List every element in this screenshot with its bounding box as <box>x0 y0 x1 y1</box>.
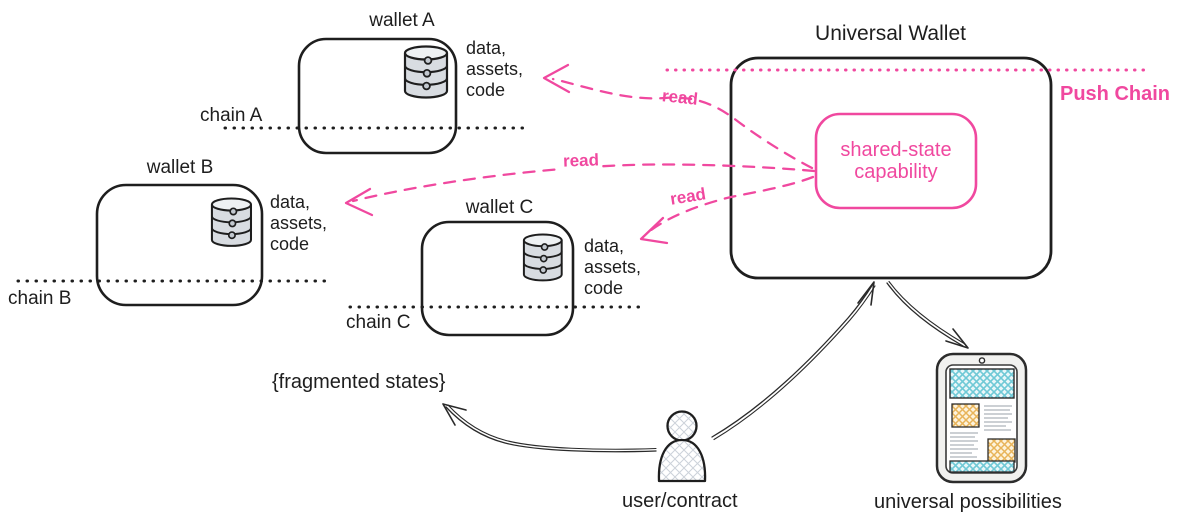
wallet-a-label: wallet A <box>369 10 435 31</box>
read-arrow-b <box>351 163 816 203</box>
wallet-c-label: wallet C <box>465 197 534 218</box>
tablet-banner-top <box>949 368 1015 399</box>
user-to-wallet-arrow <box>711 283 874 438</box>
user-to-wallet-arrow-line2 <box>713 285 876 441</box>
user-contract-label: user/contract <box>622 490 738 512</box>
read-arrowhead-c <box>639 216 669 245</box>
tablet-image-right <box>987 438 1016 463</box>
fragmented-arrow-line2 <box>447 404 657 450</box>
database-icon <box>403 45 449 99</box>
universal-wallet-title: Universal Wallet <box>815 22 966 45</box>
wallet-a-contents: data, assets, code <box>466 38 524 101</box>
push-chain-label: Push Chain <box>1060 83 1171 105</box>
wallet-b-label: wallet B <box>146 157 214 178</box>
tablet-image-left <box>951 403 980 428</box>
read-arrowhead-a <box>542 63 571 94</box>
tablet-text-lines <box>950 405 1012 458</box>
tablet-banner-bottom <box>949 460 1015 473</box>
chain-a-label: chain A <box>200 105 263 126</box>
wallet-to-tablet-arrowhead <box>945 328 969 349</box>
chain-c-label: chain C <box>346 312 411 333</box>
wallet-b-contents: data, assets, code <box>270 192 328 255</box>
user-to-wallet-arrowhead <box>857 281 875 306</box>
tablet-icon <box>935 352 1028 484</box>
wallet-to-tablet-arrow-line2 <box>888 280 966 345</box>
fragmented-arrowhead <box>442 403 467 426</box>
read-label-a: read <box>661 86 699 109</box>
read-arrow-a <box>551 77 814 170</box>
read-label-b: read <box>559 150 603 171</box>
fragmented-states-label: {fragmented states} <box>272 371 446 393</box>
database-icon <box>210 197 253 247</box>
universal-possibilities-label: universal possibilities <box>874 491 1062 513</box>
chain-b-label: chain B <box>8 288 72 309</box>
shared-state-label: shared-state capability <box>840 138 952 183</box>
wallet-c-contents: data, assets, code <box>584 236 642 299</box>
shared-state-box <box>814 112 978 210</box>
fragmented-arrow <box>445 406 657 453</box>
user-icon <box>657 410 707 483</box>
read-arrow-c <box>644 175 815 236</box>
read-arrowhead-b <box>344 187 374 217</box>
wallet-to-tablet-arrow <box>886 282 964 347</box>
database-icon <box>522 233 563 282</box>
tablet-camera-dot <box>978 357 986 364</box>
